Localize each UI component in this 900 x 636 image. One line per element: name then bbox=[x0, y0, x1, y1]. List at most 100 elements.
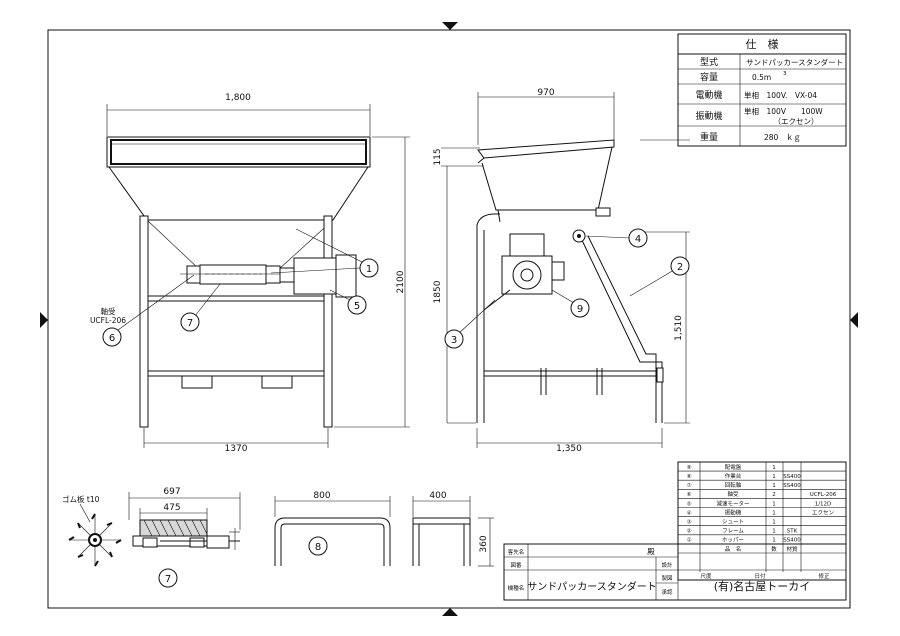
parts-footer-date: 日付 bbox=[754, 572, 766, 580]
callout-7-front bbox=[180, 312, 200, 332]
parts-row-qty: 2 bbox=[772, 492, 776, 498]
side-view: 970 115 1,51 bbox=[433, 88, 690, 454]
parts-row-qty: 1 bbox=[772, 501, 776, 507]
parts-row-name: 回転軸 bbox=[725, 481, 742, 489]
callout-1 bbox=[359, 258, 379, 278]
spec-value-vibrator-2: （エクセン） bbox=[774, 117, 819, 126]
registration-mark-top bbox=[442, 22, 458, 30]
parts-row-name: 減速モーター bbox=[716, 499, 749, 507]
parts-footer-scale: 尺度 bbox=[700, 572, 712, 580]
callout-1-label: 1 bbox=[366, 264, 372, 275]
parts-footer-revision: 修正 bbox=[818, 572, 830, 580]
parts-row-name: フレーム bbox=[722, 528, 744, 535]
parts-row-qty: 1 bbox=[772, 520, 776, 526]
parts-header-material: 材質 bbox=[786, 545, 798, 553]
dim-part7-length: 697 bbox=[163, 487, 180, 497]
design-label: 設計 bbox=[661, 561, 673, 569]
customer-suffix: 殿 bbox=[647, 547, 655, 556]
spec-value-capacity-exp: 3 bbox=[783, 71, 787, 77]
bearing-code: UCFL-206 bbox=[90, 316, 126, 325]
part-8-front-detail: 800 8 bbox=[274, 491, 391, 566]
parts-row-name: 振動機 bbox=[725, 508, 742, 516]
bearing-label: 軸受 bbox=[101, 306, 116, 316]
dim-part8-width: 800 bbox=[313, 491, 330, 501]
parts-row-material: SS400 bbox=[783, 474, 801, 480]
callout-7-detail bbox=[158, 568, 178, 588]
parts-row-qty: 1 bbox=[772, 474, 776, 480]
callout-9-label: 9 bbox=[577, 304, 583, 315]
callout-2 bbox=[670, 256, 690, 276]
parts-list-table bbox=[677, 461, 847, 581]
callout-2-label: 2 bbox=[677, 262, 683, 273]
parts-row-name: シュート bbox=[722, 520, 744, 526]
dim-side-top: 115 bbox=[433, 148, 443, 165]
drawing-border bbox=[47, 29, 851, 609]
parts-row-material: SS400 bbox=[783, 538, 801, 544]
company-name: (有)名古屋トーカイ bbox=[714, 579, 811, 593]
dim-side-base: 1,350 bbox=[556, 444, 582, 454]
parts-row-name: ホッパー bbox=[722, 537, 744, 544]
callout-5-label: 5 bbox=[354, 301, 360, 312]
parts-row-note: エクセン bbox=[812, 509, 835, 516]
parts-row-qty: 1 bbox=[772, 483, 776, 489]
parts-row-qty: 1 bbox=[772, 510, 776, 516]
parts-row-qty: 1 bbox=[772, 538, 776, 544]
spec-value-weight: 280 ｋｇ bbox=[764, 133, 801, 142]
callout-3-label: 3 bbox=[451, 335, 457, 346]
parts-row-name: 軸受 bbox=[727, 490, 739, 498]
callout-7-front-label: 7 bbox=[187, 318, 193, 329]
callout-6 bbox=[102, 327, 122, 347]
machine-label: 機種名 bbox=[508, 584, 525, 592]
customer-label: 客先名 bbox=[508, 548, 525, 556]
callout-5 bbox=[347, 295, 367, 315]
dim-front-width: 1,800 bbox=[225, 93, 251, 103]
callout-6-label: 6 bbox=[109, 333, 115, 344]
parts-row-no: ⑦ bbox=[687, 482, 692, 489]
spec-value-capacity: 0.5m bbox=[752, 73, 771, 82]
dim-front-height: 2100 bbox=[396, 270, 406, 293]
drawing-label: 図番 bbox=[510, 562, 522, 569]
callout-8-label: 8 bbox=[315, 542, 321, 553]
spec-value-model: サンドパッカースタンダート bbox=[746, 57, 843, 67]
parts-header-name: 品 名 bbox=[725, 545, 742, 553]
callout-7-detail-label: 7 bbox=[165, 574, 171, 585]
spec-label-motor: 電動機 bbox=[695, 89, 722, 101]
spec-label-weight: 重量 bbox=[700, 131, 718, 143]
approval-label: 承認 bbox=[661, 588, 673, 596]
dim-front-leg-span: 1370 bbox=[225, 444, 248, 454]
parts-row-note: 1/12D bbox=[815, 501, 832, 507]
parts-row-note: UCFL-206 bbox=[810, 492, 837, 498]
callout-8 bbox=[308, 536, 328, 556]
parts-row-no: ⑨ bbox=[687, 464, 692, 471]
spec-heading: 仕 様 bbox=[746, 37, 779, 51]
dim-side-height2: 1,510 bbox=[674, 315, 684, 341]
part-7-detail: 697 475 7 bbox=[128, 487, 241, 588]
machine-name: サンドパッカースタンダート bbox=[527, 580, 657, 593]
front-view: 1,800 1370 2 bbox=[90, 93, 410, 454]
parts-header-qty: 数 bbox=[771, 545, 777, 553]
parts-row-no: ⑤ bbox=[687, 501, 692, 507]
spec-label-model: 型式 bbox=[700, 56, 718, 68]
dim-part7-inner: 475 bbox=[163, 503, 180, 513]
parts-row-no: ④ bbox=[687, 510, 692, 516]
callout-4-label: 4 bbox=[635, 234, 641, 245]
parts-row-material: SS400 bbox=[783, 483, 801, 489]
parts-row-name: 作業台 bbox=[725, 472, 742, 480]
parts-row-name: 配電盤 bbox=[725, 463, 742, 471]
dim-part8-height: 360 bbox=[479, 535, 489, 552]
parts-row-no: ⑧ bbox=[687, 474, 692, 480]
title-block: 客先名 殿 図番 機種名 サンドパッカースタンダート 設計 製図 承認 (有)名… bbox=[503, 543, 847, 601]
parts-row-no: ① bbox=[687, 538, 692, 544]
registration-mark-left bbox=[40, 312, 48, 328]
spec-value-vibrator: 単相 100V 100W bbox=[744, 106, 823, 116]
spec-label-capacity: 容量 bbox=[700, 71, 718, 83]
registration-mark-bottom bbox=[442, 608, 458, 616]
parts-row-qty: 1 bbox=[772, 465, 776, 471]
dim-side-height: 1850 bbox=[433, 280, 443, 303]
parts-row-qty: 1 bbox=[772, 529, 776, 535]
spec-value-motor: 単相 100V. VX-04 bbox=[744, 90, 817, 100]
parts-row-no: ③ bbox=[687, 520, 692, 526]
